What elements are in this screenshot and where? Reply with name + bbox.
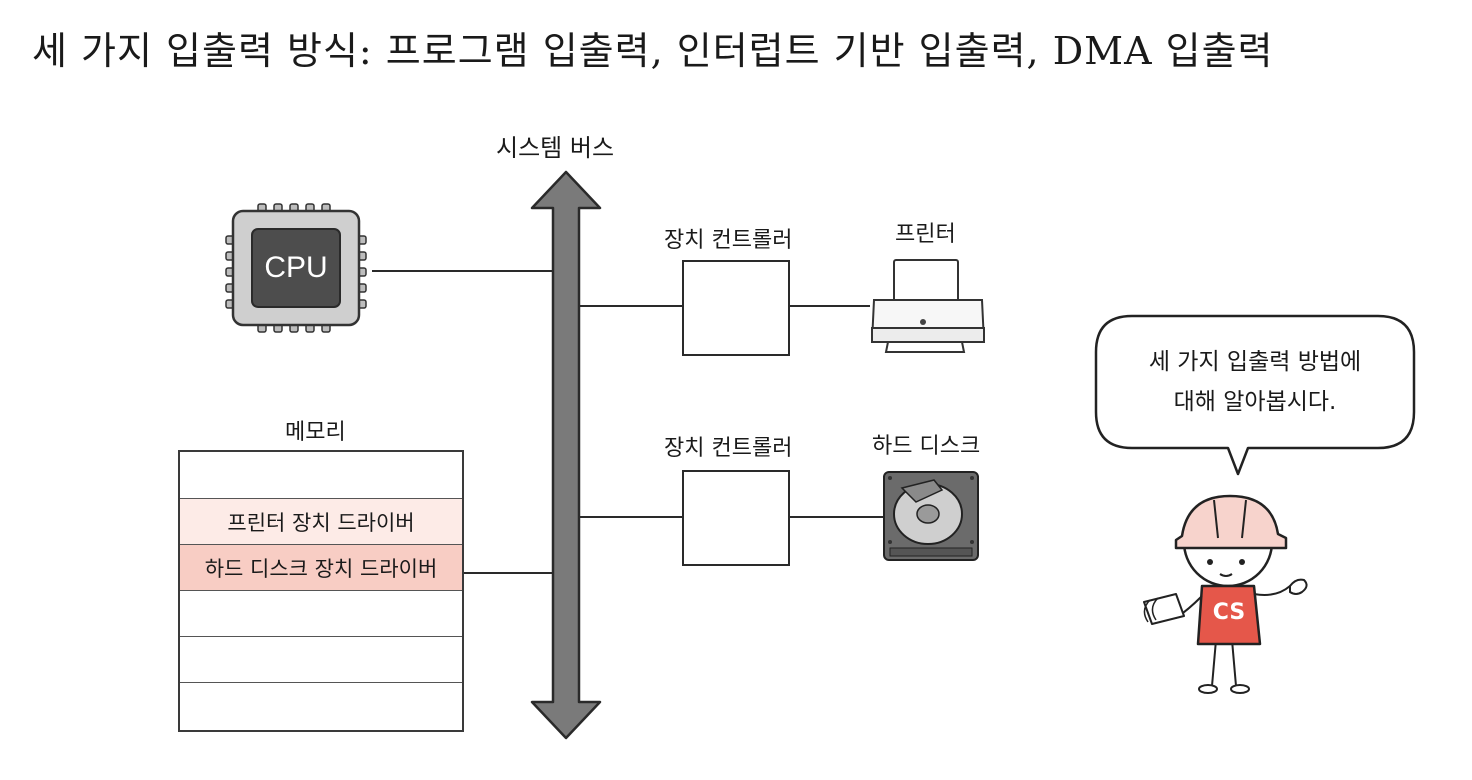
hard-disk-icon bbox=[883, 471, 979, 561]
cpu-label: CPU bbox=[264, 251, 328, 284]
cpu-chip: CPU bbox=[224, 202, 368, 334]
device-controller-2 bbox=[682, 470, 790, 566]
printer-label: 프린터 bbox=[895, 222, 956, 247]
printer-icon bbox=[870, 259, 986, 353]
memory-label: 메모리 bbox=[285, 420, 346, 445]
cs-mascot: CS bbox=[1136, 490, 1320, 700]
memory-slot bbox=[180, 682, 462, 728]
speech-line-2: 대해 알아봅시다. bbox=[1173, 389, 1337, 415]
controller-label-2: 장치 컨트롤러 bbox=[664, 436, 793, 461]
shirt-logo: CS bbox=[1212, 599, 1246, 625]
memory-slot bbox=[180, 636, 462, 682]
cpu-bus-line bbox=[372, 270, 554, 272]
bus-controller-line-2 bbox=[580, 516, 682, 518]
memory-block: 프린터 장치 드라이버 하드 디스크 장치 드라이버 bbox=[178, 450, 464, 732]
system-bus-label: 시스템 버스 bbox=[496, 134, 615, 162]
system-bus-arrow bbox=[530, 170, 602, 740]
bus-controller-line-1 bbox=[580, 305, 682, 307]
speech-bubble: 세 가지 입출력 방법에 대해 알아봅시다. bbox=[1092, 312, 1418, 476]
memory-slot bbox=[180, 590, 462, 636]
hard-disk-label: 하드 디스크 bbox=[872, 434, 981, 459]
controller-label-1: 장치 컨트롤러 bbox=[664, 228, 793, 253]
memory-slot bbox=[180, 452, 462, 498]
memory-slot-disk-driver: 하드 디스크 장치 드라이버 bbox=[180, 544, 462, 590]
device-controller-1 bbox=[682, 260, 790, 356]
memory-slot-printer-driver: 프린터 장치 드라이버 bbox=[180, 498, 462, 544]
memory-bus-line bbox=[464, 572, 554, 574]
controller-printer-line bbox=[790, 305, 870, 307]
speech-line-1: 세 가지 입출력 방법에 bbox=[1148, 349, 1362, 375]
page-title: 세 가지 입출력 방식: 프로그램 입출력, 인터럽트 기반 입출력, DMA … bbox=[32, 29, 1274, 73]
controller-disk-line bbox=[790, 516, 886, 518]
